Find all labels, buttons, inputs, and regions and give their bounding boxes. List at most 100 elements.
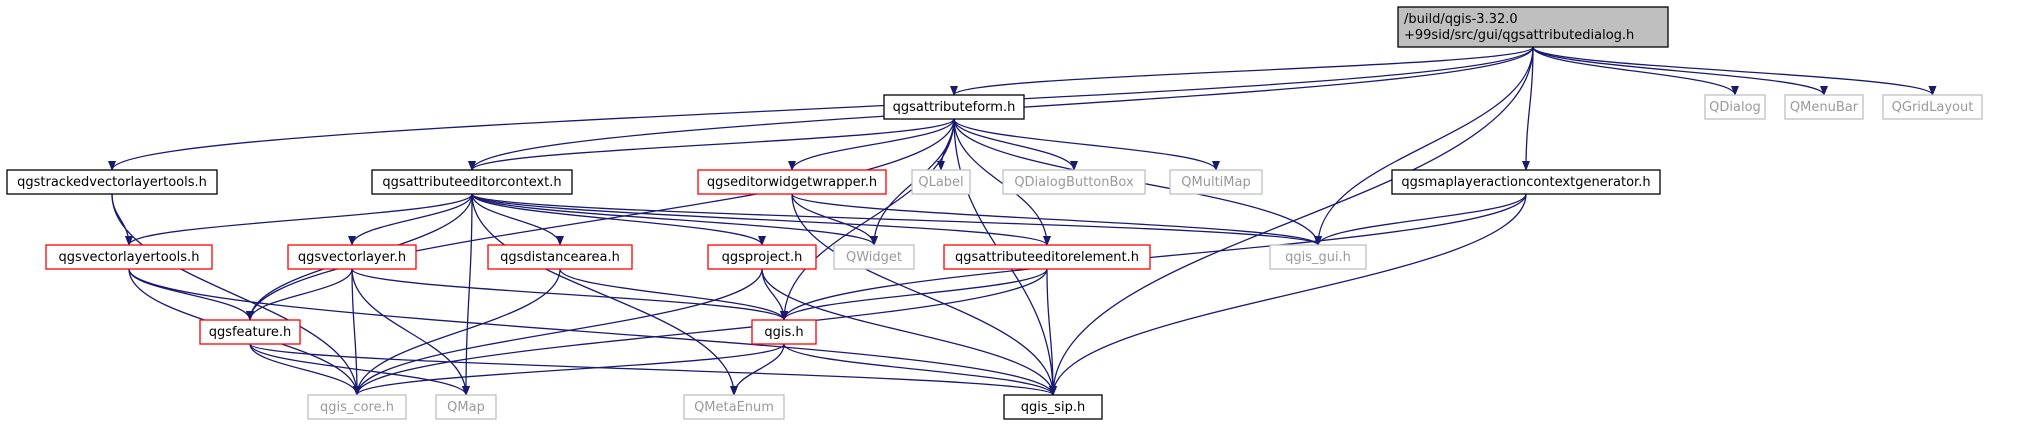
edge-attributeform-to-editorwidgetwrapper <box>788 118 955 171</box>
node-label-editorwidgetwrapper: qgseditorwidgetwrapper.h <box>707 175 877 190</box>
node-box-vltools <box>45 244 213 270</box>
edges-layer <box>108 46 1937 396</box>
node-label-qgis: qgis.h <box>764 325 803 340</box>
node-box-editorcontext <box>371 169 573 195</box>
edge-feature-to-core <box>249 343 361 396</box>
node-label-qwidget: QWidget <box>846 250 902 265</box>
node-qgis[interactable]: qgis.h <box>751 319 817 345</box>
node-label-sip: qgis_sip.h <box>1021 400 1085 415</box>
node-label-vectorlayer: qgsvectorlayer.h <box>298 250 406 265</box>
edge-editorwidgetwrapper-to-gui <box>791 193 1322 246</box>
node-editorcontext[interactable]: qgsattributeeditorcontext.h <box>371 169 573 195</box>
node-attributeform[interactable]: qgsattributeform.h <box>883 94 1025 120</box>
node-label-trackedvl: qgstrackedvectorlayertools.h <box>17 175 207 190</box>
edge-mapactionctx-to-gui <box>1314 193 1527 246</box>
node-box-qlabel <box>911 169 971 195</box>
edge-attributeform-to-editorelement <box>953 118 1051 246</box>
node-vltools[interactable]: qgsvectorlayertools.h <box>45 244 213 270</box>
edge-editorwidgetwrapper-to-sip <box>791 193 1057 396</box>
node-box-qgis <box>751 319 817 345</box>
node-box-root <box>1397 6 1669 48</box>
edge-editorcontext-to-qwidget <box>471 193 878 246</box>
node-box-qdialog <box>1704 94 1766 120</box>
node-mapactionctx[interactable]: qgsmaplayeractioncontextgenerator.h <box>1391 169 1661 195</box>
node-box-mapactionctx <box>1391 169 1661 195</box>
edge-qgis-to-qmetaenum <box>730 343 785 396</box>
edge-root-to-mapactionctx <box>1522 46 1534 171</box>
node-qmap[interactable]: QMap <box>435 394 497 420</box>
node-qlabel[interactable]: QLabel <box>911 169 971 195</box>
edge-editorelement-to-sip <box>1046 268 1057 396</box>
edge-distancearea-to-qgis <box>559 268 788 321</box>
node-qmultimap[interactable]: QMultiMap <box>1169 169 1263 195</box>
edge-editorcontext-to-editorelement <box>471 193 1051 246</box>
node-qmenubar[interactable]: QMenuBar <box>1784 94 1864 120</box>
node-label-qgridlayout: QGridLayout <box>1892 100 1974 115</box>
node-label-root: +99sid/src/gui/qgsattributedialog.h <box>1404 28 1634 43</box>
node-box-feature <box>199 319 301 345</box>
node-box-sip <box>1003 394 1103 420</box>
node-qdialog[interactable]: QDialog <box>1704 94 1766 120</box>
node-label-qdialog: QDialog <box>1709 100 1761 115</box>
node-core[interactable]: qgis_core.h <box>307 394 407 420</box>
edge-attributeform-to-qdialogbuttonbox <box>953 118 1078 171</box>
edge-mapactionctx-to-qgis <box>780 193 1527 321</box>
edge-attributeform-to-qmultimap <box>953 118 1220 171</box>
node-feature[interactable]: qgsfeature.h <box>199 319 301 345</box>
node-label-gui: qgis_gui.h <box>1285 250 1351 265</box>
node-label-root: /build/qgis-3.32.0 <box>1404 12 1518 27</box>
edge-editorelement-to-core <box>353 268 1048 396</box>
edge-trackedvl-to-core <box>111 193 361 396</box>
node-project[interactable]: qgsproject.h <box>707 244 817 270</box>
edge-editorwidgetwrapper-to-qwidget <box>791 193 878 246</box>
edge-feature-to-qmap <box>249 343 470 396</box>
node-qgridlayout[interactable]: QGridLayout <box>1882 94 1983 120</box>
edge-qgis-to-core <box>353 343 785 396</box>
node-distancearea[interactable]: qgsdistancearea.h <box>487 244 633 270</box>
node-vectorlayer[interactable]: qgsvectorlayer.h <box>287 244 417 270</box>
node-box-gui <box>1269 244 1367 270</box>
node-label-distancearea: qgsdistancearea.h <box>500 250 620 265</box>
edge-editorelement-to-qgis <box>780 268 1048 321</box>
node-sip[interactable]: qgis_sip.h <box>1003 394 1103 420</box>
edge-root-to-qmenubar <box>1532 46 1828 96</box>
node-qmetaenum[interactable]: QMetaEnum <box>683 394 785 420</box>
node-gui[interactable]: qgis_gui.h <box>1269 244 1367 270</box>
edge-vectorlayer-to-qgis <box>351 268 788 321</box>
edge-distancearea-to-core <box>353 268 561 396</box>
edge-vectorlayer-to-qmap <box>351 268 470 396</box>
node-label-qmap: QMap <box>447 400 485 415</box>
node-label-project: qgsproject.h <box>722 250 803 265</box>
edge-qgis-to-sip <box>783 343 1057 396</box>
node-label-mapactionctx: qgsmaplayeractioncontextgenerator.h <box>1401 175 1650 190</box>
edge-mapactionctx-to-sip <box>1049 193 1527 396</box>
edge-editorcontext-to-distancearea <box>471 193 564 246</box>
node-editorelement[interactable]: qgsattributeeditorelement.h <box>943 244 1151 270</box>
node-label-qmultimap: QMultiMap <box>1181 175 1250 190</box>
node-label-qmenubar: QMenuBar <box>1790 100 1859 115</box>
edge-root-to-trackedvl <box>108 46 1534 171</box>
node-trackedvl[interactable]: qgstrackedvectorlayertools.h <box>6 169 218 195</box>
node-label-qdialogbuttonbox: QDialogButtonBox <box>1014 175 1134 190</box>
edge-feature-to-sip <box>249 343 1057 396</box>
edge-project-to-core <box>353 268 763 396</box>
node-root[interactable]: /build/qgis-3.32.0+99sid/src/gui/qgsattr… <box>1397 6 1669 48</box>
edge-editorcontext-to-project <box>471 193 766 246</box>
node-qdialogbuttonbox[interactable]: QDialogButtonBox <box>1002 169 1146 195</box>
node-box-qwidget <box>833 244 915 270</box>
edge-root-to-qgridlayout <box>1532 46 1937 96</box>
edge-trackedvl-to-vltools <box>111 193 133 246</box>
node-qwidget[interactable]: QWidget <box>833 244 915 270</box>
node-box-qmultimap <box>1169 169 1263 195</box>
node-label-editorcontext: qgsattributeeditorcontext.h <box>382 175 561 190</box>
node-box-qgridlayout <box>1882 94 1983 120</box>
node-editorwidgetwrapper[interactable]: qgseditorwidgetwrapper.h <box>697 169 887 195</box>
edge-attributeform-to-feature <box>246 118 955 321</box>
node-label-core: qgis_core.h <box>320 400 394 415</box>
node-box-distancearea <box>487 244 633 270</box>
node-box-core <box>307 394 407 420</box>
edge-vectorlayer-to-feature <box>246 268 353 321</box>
edge-editorcontext-to-gui <box>471 193 1322 246</box>
node-box-qdialogbuttonbox <box>1002 169 1146 195</box>
node-box-attributeform <box>883 94 1025 120</box>
